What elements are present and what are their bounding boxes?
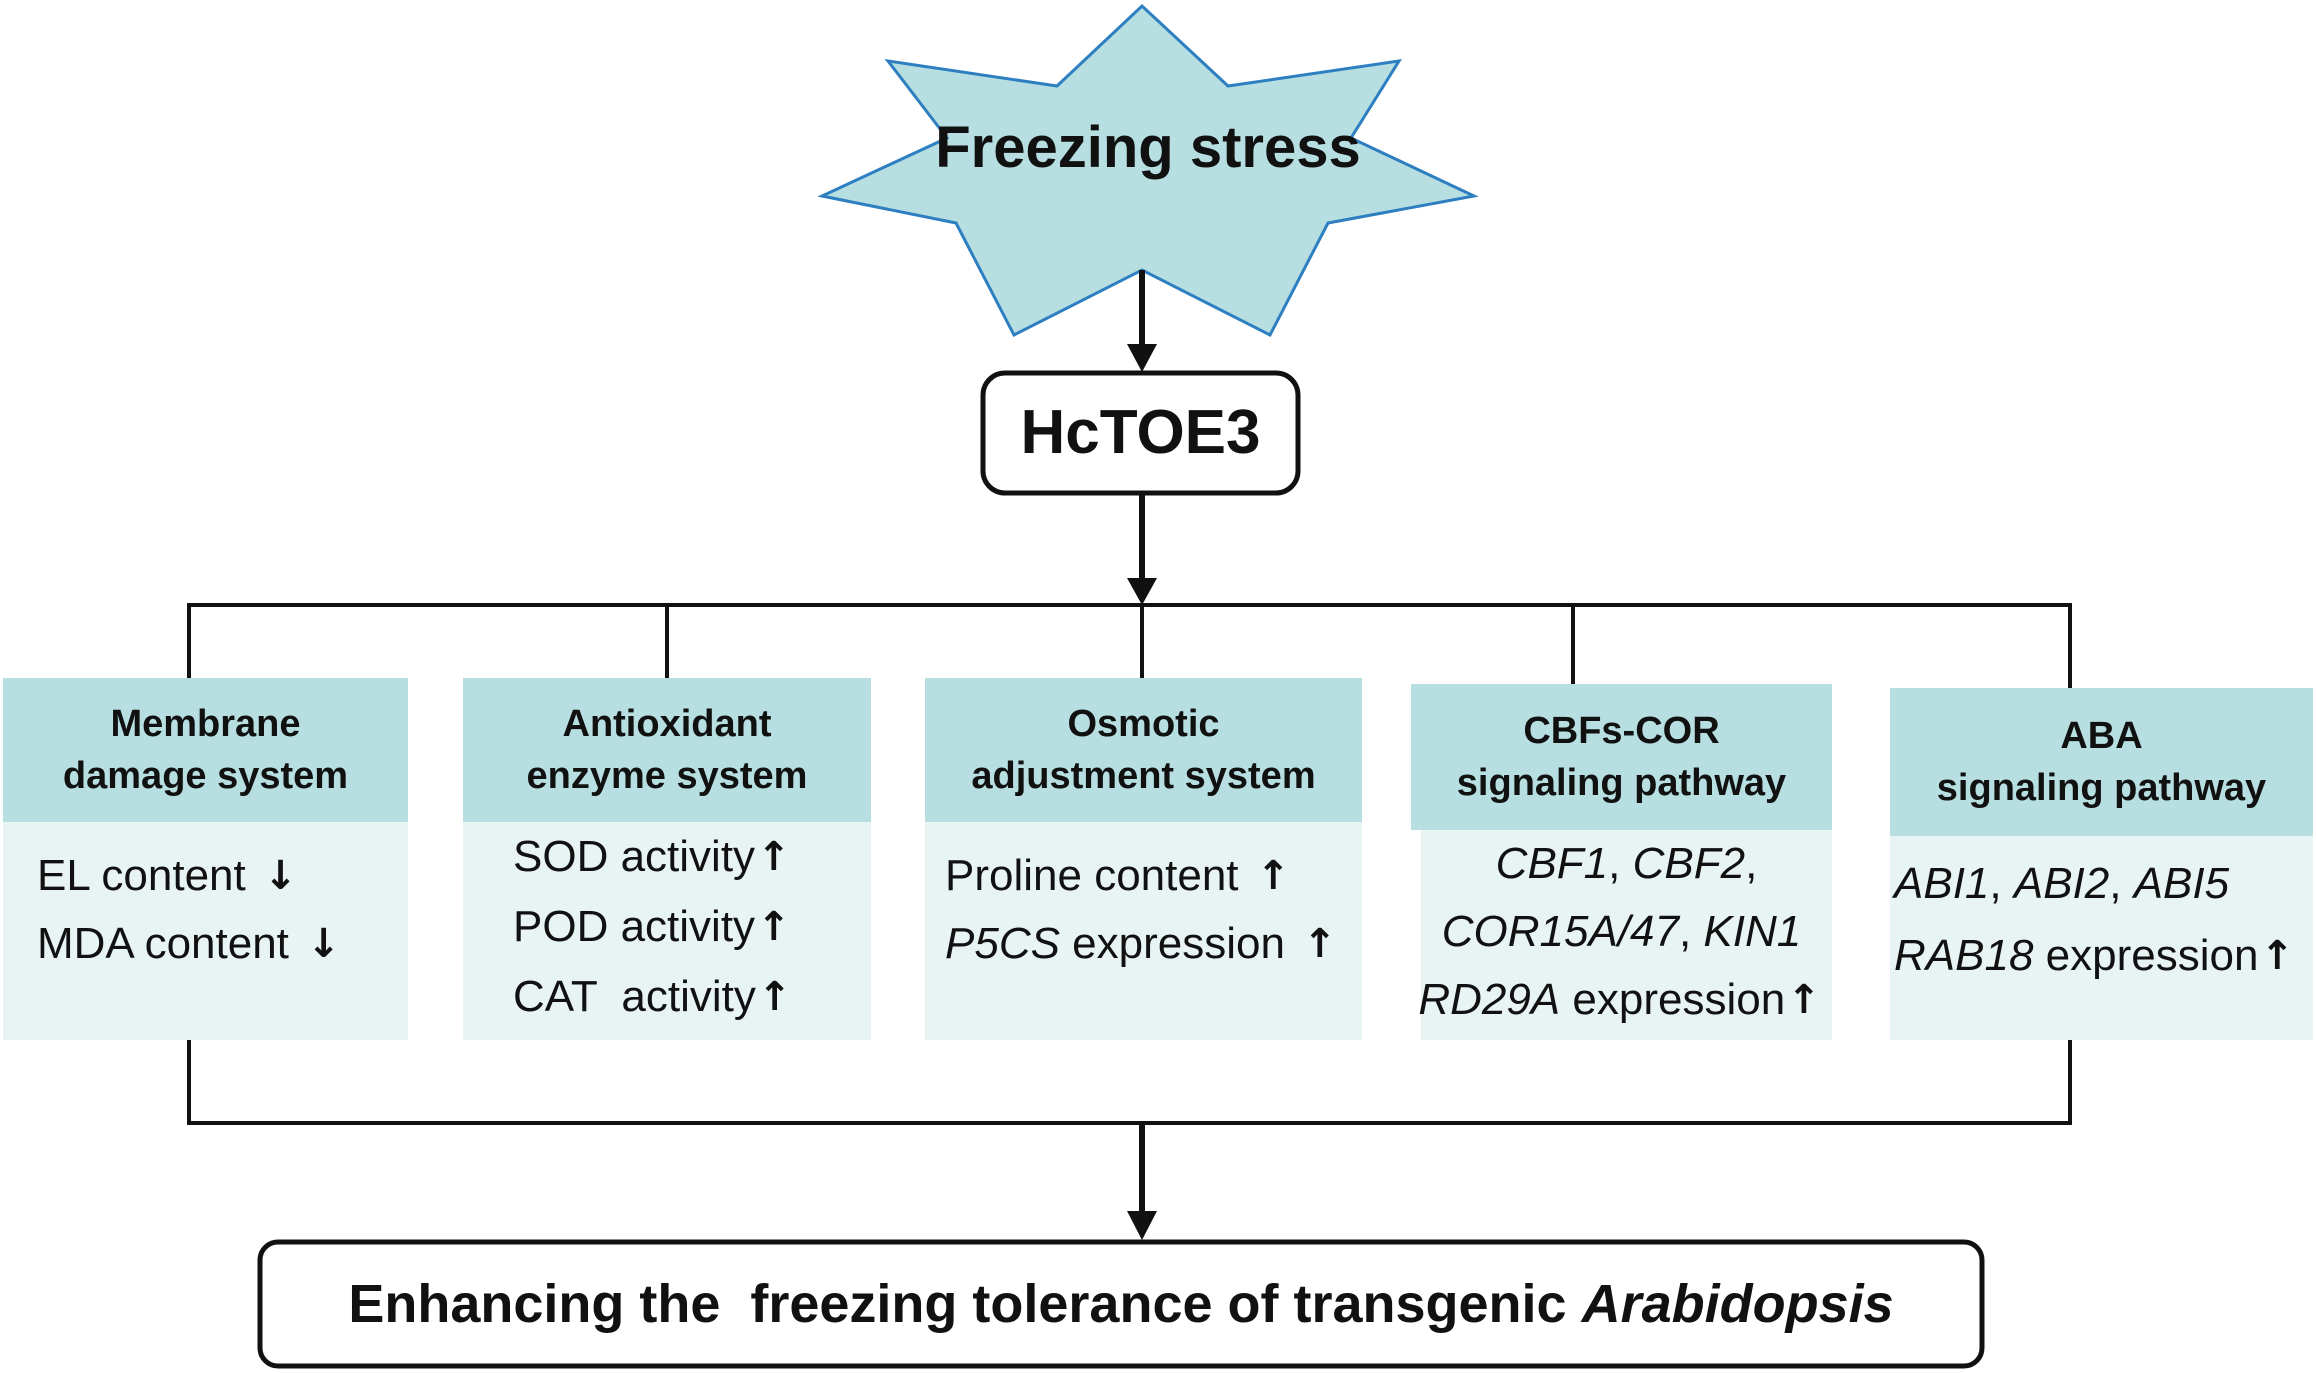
antioxidant-box-header: Antioxidant enzyme system — [463, 678, 871, 822]
arrowhead-result — [1127, 1211, 1157, 1240]
osmotic-title-2: adjustment system — [971, 755, 1316, 797]
rd29a-gene: RD29A — [1418, 975, 1561, 1024]
down-arrow-icon: ↓ — [306, 921, 341, 967]
result-species: Arabidopsis — [1581, 1274, 1894, 1334]
cbf2-gene: CBF2 — [1632, 839, 1746, 888]
up-arrow-icon: ↑ — [2260, 933, 2294, 979]
abi2-gene: ABI2 — [2013, 859, 2110, 908]
cbf-box-body: CBF1, CBF2, COR15A/47, KIN1 RD29A expres… — [1418, 830, 1832, 1040]
p5cs-expression-text: expression — [1059, 919, 1285, 968]
arrowhead-gene — [1127, 344, 1157, 372]
result-box — [257, 1239, 1985, 1369]
membrane-title-1: Membrane — [110, 703, 301, 745]
cbf-title-2: signaling pathway — [1456, 762, 1787, 804]
cor-genes-line: COR15A/47, KIN1 — [1411, 898, 1832, 966]
sod-line: SOD activity ↑ — [513, 822, 871, 892]
antioxidant-title-1: Antioxidant — [562, 703, 772, 745]
abi-sep-1: , — [1989, 859, 2014, 908]
down-arrow-icon: ↓ — [263, 853, 298, 899]
abi1-gene: ABI1 — [1894, 859, 1990, 908]
result-label: Enhancing the freezing tolerance of tran… — [260, 1272, 1982, 1336]
el-content-text: EL content — [37, 851, 246, 900]
pod-text: POD activity — [513, 902, 756, 951]
aba-title-1: ABA — [2060, 715, 2143, 757]
abi5-gene: ABI5 — [2133, 859, 2230, 908]
antioxidant-title-2: enzyme system — [526, 755, 808, 797]
arrowhead-bus — [1127, 578, 1157, 605]
cbf-title-1: CBFs-COR — [1523, 710, 1720, 752]
osmotic-title-1: Osmotic — [1067, 703, 1220, 745]
p5cs-line: P5CS expression ↑ — [945, 910, 1362, 978]
aba-title-2: signaling pathway — [1936, 767, 2267, 809]
up-arrow-icon: ↑ — [1302, 921, 1337, 967]
gene-label: HcTOE3 — [1020, 398, 1261, 467]
cbf-sep-1: , — [1608, 839, 1633, 888]
rab18-expression-text: expression — [2033, 931, 2259, 980]
cbf1-gene: CBF1 — [1495, 839, 1609, 888]
rd29a-line: RD29A expression ↑ — [1407, 966, 1832, 1034]
proline-text: Proline content — [945, 851, 1239, 900]
rab18-line: RAB18 expression ↑ — [1894, 920, 2313, 992]
osmotic-box-body: Proline content ↑ P5CS expression ↑ — [925, 822, 1362, 1040]
abi-sep-2: , — [2109, 859, 2134, 908]
aba-box-body: ABI1, ABI2, ABI5 RAB18 expression ↑ — [1890, 836, 2313, 1040]
cbf-genes-line: CBF1, CBF2, — [1421, 830, 1832, 898]
cor-sep: , — [1678, 907, 1704, 956]
cat-text: CAT activity — [513, 972, 756, 1021]
aba-box-header: ABA signaling pathway — [1890, 688, 2313, 836]
p5cs-gene: P5CS — [945, 919, 1060, 968]
antioxidant-box-body: SOD activity ↑ POD activity ↑ CAT activi… — [463, 822, 871, 1040]
up-arrow-icon: ↑ — [757, 904, 791, 950]
abi-genes-line: ABI1, ABI2, ABI5 — [1894, 848, 2313, 920]
sod-text: SOD activity — [513, 832, 756, 881]
cbf-box-header: CBFs-COR signaling pathway — [1411, 684, 1832, 830]
up-arrow-icon: ↑ — [757, 834, 791, 880]
kin1-gene: KIN1 — [1703, 907, 1802, 956]
result-prefix: Enhancing the freezing tolerance of tran… — [348, 1274, 1582, 1334]
mda-content-line: MDA content ↓ — [37, 910, 408, 978]
membrane-box-body: EL content ↓ MDA content ↓ — [3, 822, 408, 1040]
up-arrow-icon: ↑ — [1256, 853, 1291, 899]
membrane-box-header: Membrane damage system — [3, 678, 408, 822]
pod-line: POD activity ↑ — [513, 892, 871, 962]
freezing-stress-label: Freezing stress — [935, 115, 1361, 180]
mda-content-text: MDA content — [37, 919, 289, 968]
cbf-sep-2: , — [1745, 839, 1758, 888]
membrane-title-2: damage system — [62, 755, 349, 797]
osmotic-box-header: Osmotic adjustment system — [925, 678, 1362, 822]
el-content-line: EL content ↓ — [37, 842, 408, 910]
rab18-gene: RAB18 — [1894, 931, 2034, 980]
rd29a-expression-text: expression — [1560, 975, 1786, 1024]
cat-line: CAT activity ↑ — [513, 962, 871, 1032]
up-arrow-icon: ↑ — [1787, 977, 1821, 1023]
proline-line: Proline content ↑ — [945, 842, 1362, 910]
up-arrow-icon: ↑ — [757, 974, 792, 1020]
cor15a-gene: COR15A/47 — [1441, 907, 1679, 956]
